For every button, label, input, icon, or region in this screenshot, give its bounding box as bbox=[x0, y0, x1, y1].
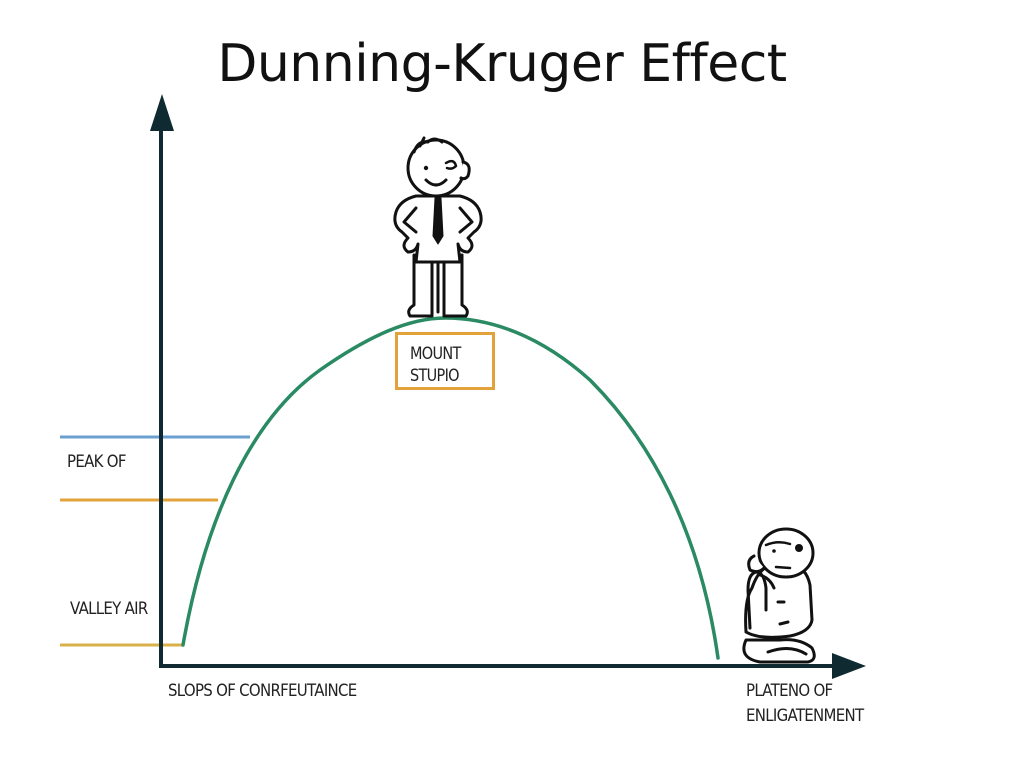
thinking-man-figure bbox=[742, 527, 816, 664]
axes bbox=[150, 94, 866, 679]
plateau-label-line2: ENLIGATENMENT bbox=[746, 706, 864, 726]
mount-stupid-label-box: MOUNT STUPIO bbox=[395, 332, 495, 390]
y-axis-arrow-icon bbox=[150, 94, 174, 131]
mount-label-line2: STUPIO bbox=[410, 366, 460, 386]
peak-of-label: PEAK OF bbox=[67, 452, 126, 472]
plateau-label-line1: PLATENO OF bbox=[746, 681, 833, 701]
diagram-title: Dunning-Kruger Effect bbox=[217, 34, 787, 94]
x-axis-arrow-icon bbox=[832, 653, 866, 679]
confident-man-figure bbox=[393, 136, 483, 318]
confidence-curve bbox=[181, 316, 720, 660]
mount-label-line1: MOUNT bbox=[410, 344, 461, 364]
tie-icon bbox=[432, 197, 444, 245]
slope-of-confidence-label: SLOPS OF CONRFEUTAINCE bbox=[168, 681, 357, 701]
head bbox=[757, 527, 815, 579]
valley-air-label: VALLEY AIR bbox=[70, 599, 148, 619]
